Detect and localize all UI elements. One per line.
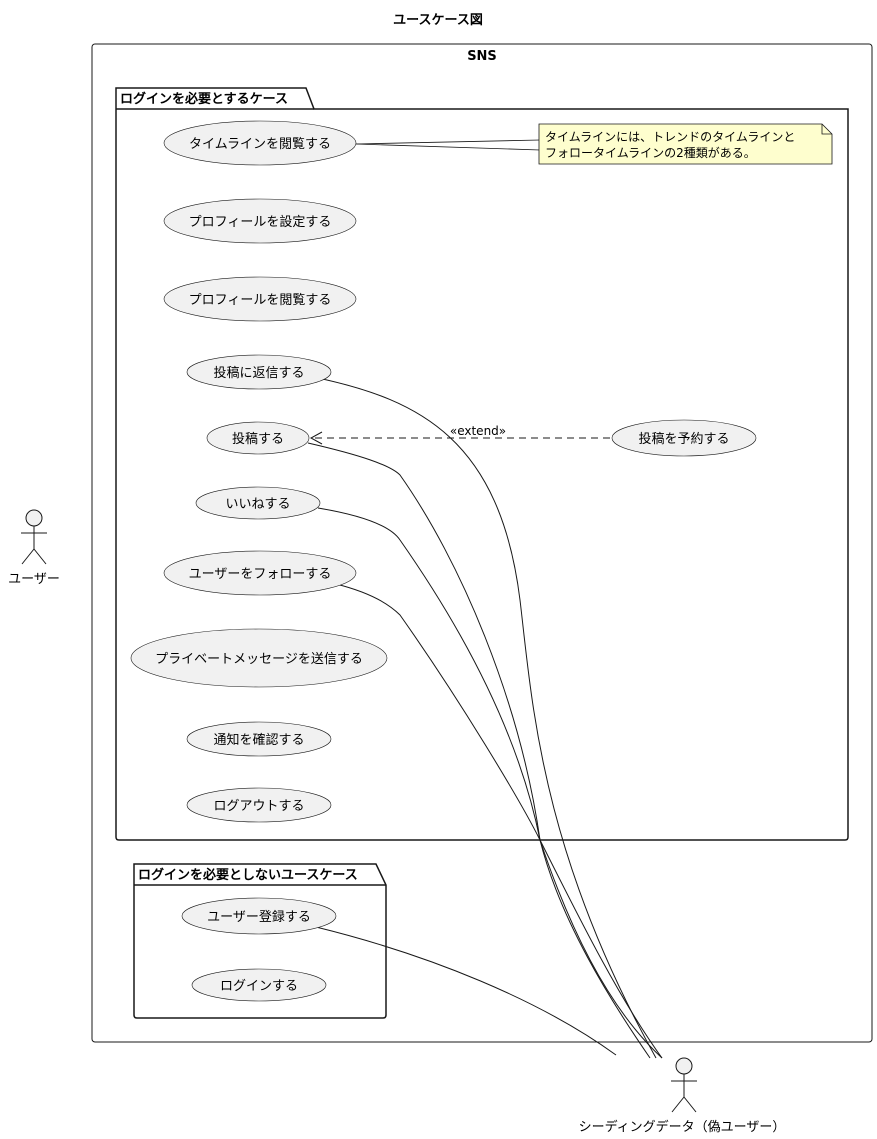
use-case-reply-post-label: 投稿に返信する [213,365,304,381]
use-case-schedule-post-label: 投稿を予約する [638,431,729,447]
assoc-post [307,442,651,1059]
actor-user-icon [21,509,47,565]
assoc-follow-user [335,583,663,1059]
note-connector [355,139,541,145]
use-case-view-timeline-label: タイムラインを閲覧する [189,136,331,152]
use-case-follow-user-label: ユーザーをフォローする [189,567,332,582]
use-case-view-profile[interactable]: プロフィールを閲覧する [163,276,357,322]
use-case-view-timeline[interactable]: タイムラインを閲覧する [163,120,357,166]
association-lines [307,377,663,1059]
note-line-2: フォロータイムラインの2種類がある。 [545,145,756,160]
use-case-follow-user[interactable]: ユーザーをフォローする [163,550,357,596]
use-case-schedule-post[interactable]: 投稿を予約する [611,419,757,457]
actor-user-label: ユーザー [8,572,60,587]
extend-relation: «extend» [309,424,610,445]
use-case-set-profile-label: プロフィールを設定する [189,214,332,230]
package-login-required-title: ログインを必要とするケース [120,91,288,107]
use-case-register-user[interactable]: ユーザー登録する [181,897,337,935]
actor-seeding-label: シーディングデータ（偽ユーザー） [579,1119,786,1135]
actor-user[interactable]: ユーザー [8,509,60,587]
extend-label: «extend» [450,424,506,438]
diagram-title: ユースケース図 [393,13,483,28]
use-case-like-label: いいねする [225,497,290,512]
use-case-login-label: ログインする [220,979,298,994]
use-case-send-dm[interactable]: プライベートメッセージを送信する [130,628,388,688]
use-case-set-profile[interactable]: プロフィールを設定する [163,198,357,244]
use-case-logout-label: ログアウトする [213,799,304,814]
use-case-logout[interactable]: ログアウトする [186,787,332,823]
use-case-reply-post[interactable]: 投稿に返信する [186,354,332,390]
use-case-check-notifications[interactable]: 通知を確認する [186,721,332,757]
use-case-register-user-label: ユーザー登録する [207,910,311,925]
assoc-register-user [315,926,617,1056]
assoc-like [317,507,663,1059]
use-case-send-dm-label: プライベートメッセージを送信する [155,652,363,667]
use-case-like[interactable]: いいねする [195,486,321,520]
note-line-1: タイムラインには、トレンドのタイムラインと [545,130,795,144]
note-connector-2 [355,143,541,151]
timeline-note: タイムラインには、トレンドのタイムラインと フォロータイムラインの2種類がある。 [538,123,833,165]
package-login-not-required-title: ログインを必要としないユースケース [138,867,358,883]
system-title: SNS [467,49,497,64]
actor-seeding-icon [671,1057,697,1113]
use-case-post-label: 投稿する [232,431,284,447]
use-case-check-notifications-label: 通知を確認する [213,732,304,748]
use-case-post[interactable]: 投稿する [206,421,310,455]
assoc-reply-post [317,377,657,1059]
use-case-view-profile-label: プロフィールを閲覧する [189,292,332,308]
use-case-login[interactable]: ログインする [191,968,327,1002]
actor-seeding[interactable]: シーディングデータ（偽ユーザー） [579,1057,786,1135]
